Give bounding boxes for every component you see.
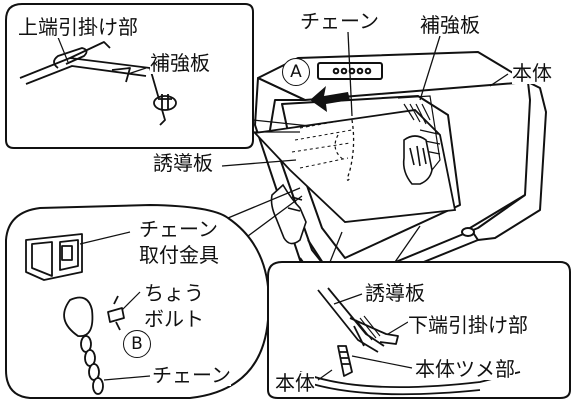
wing-bolt-label-2: ボルト — [144, 307, 204, 331]
chain-fitting-label-1: チェーン — [139, 217, 218, 241]
callout-lines-right — [329, 225, 421, 263]
chain-top-label: チェーン — [300, 9, 379, 33]
inset-bottom-right-drawing — [299, 287, 521, 396]
reinforce-plate-inset-label: 補強板 — [150, 51, 210, 75]
leader-lines — [221, 31, 509, 167]
wing-bolt-label-1: ちょう — [144, 281, 204, 305]
inset-top-left — [5, 3, 254, 149]
guide-plate-main-label: 誘導板 — [153, 151, 213, 175]
reinforcing-plate — [397, 95, 441, 171]
reinforce-plate-top-label: 補強板 — [420, 13, 480, 37]
callout-lines-left — [227, 187, 303, 237]
guide-plate-inset-label: 誘導板 — [365, 281, 425, 305]
inset-bottom-left-drawing — [25, 231, 151, 395]
mark-a: A — [282, 58, 310, 86]
body-claw-label: 本体ツメ部 — [415, 357, 515, 381]
body-inset-label: 本体 — [275, 371, 315, 395]
upper-hook-label: 上端引掛け部 — [18, 15, 138, 39]
chain-bottom-label: チェーン — [152, 363, 231, 387]
body-right-label: 本体 — [512, 61, 552, 85]
hands — [270, 135, 433, 245]
chain-fitting-label-2: 取付金具 — [139, 243, 219, 267]
guide-plate-main-shape — [253, 109, 457, 223]
lower-hook-label: 下端引掛け部 — [408, 313, 528, 337]
arrow-a — [310, 86, 350, 112]
mark-b: B — [123, 330, 151, 358]
